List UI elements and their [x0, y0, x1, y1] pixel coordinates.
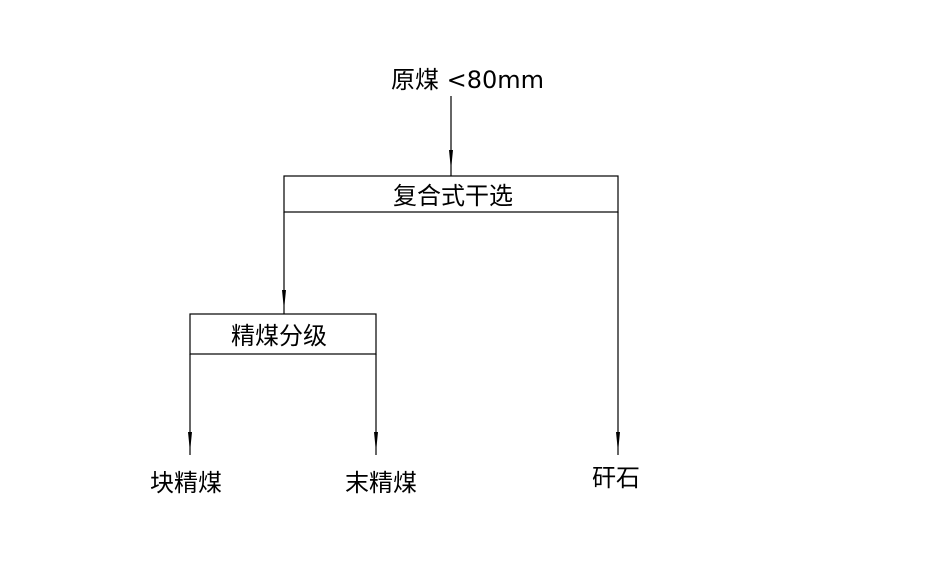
arrow-to-gangue: [616, 432, 620, 452]
arrow-into-separation: [449, 150, 453, 170]
label-fine-clean-coal: 末精煤: [345, 469, 417, 497]
label-raw-coal: 原煤 <80mm: [391, 66, 545, 94]
label-clean-coal-grading: 精煤分级: [231, 322, 327, 350]
arrow-into-grading: [282, 290, 286, 310]
label-lump-clean-coal: 块精煤: [150, 469, 222, 497]
arrow-to-lump: [188, 432, 192, 452]
label-composite-dry-separation: 复合式干选: [393, 182, 513, 210]
label-gangue: 矸石: [592, 464, 640, 492]
box-clean-coal-grading: [189, 313, 377, 355]
arrow-to-fine: [374, 432, 378, 452]
